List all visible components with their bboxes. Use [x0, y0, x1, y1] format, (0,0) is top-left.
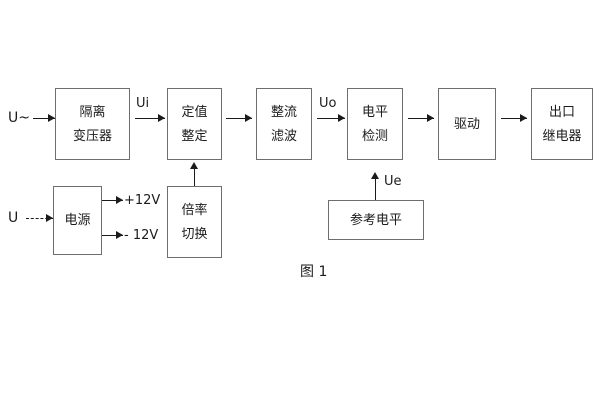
block-line: 电源	[64, 213, 91, 228]
arrow-rail-negative	[102, 231, 123, 240]
figure-caption: 图 1	[300, 264, 328, 280]
block-drive: 驱动	[438, 88, 496, 160]
block-line: 参考电平	[349, 212, 402, 228]
block-line: 出口	[548, 104, 575, 120]
block-line: 定值	[181, 104, 208, 120]
block-line: 整流	[270, 104, 297, 120]
arrow-dc-to-power-supply	[26, 214, 53, 223]
rail-label-negative: - 12V	[124, 228, 159, 243]
block-setting-value: 定值 整定	[167, 88, 222, 160]
arrow-ac-to-isolation-transformer	[33, 114, 55, 123]
block-output-relay: 出口 继电器	[531, 88, 593, 160]
block-line: 切换	[181, 226, 208, 242]
input-label-ac: U~	[8, 110, 30, 126]
block-isolation-transformer: 隔离 变压器	[55, 88, 130, 160]
block-line: 驱动	[453, 116, 480, 132]
block-line: 整定	[181, 128, 208, 144]
arrow-setting-value-to-rectify-filter	[226, 114, 252, 123]
block-line: 变压器	[72, 128, 112, 144]
arrow-rectify-filter-to-level-detect	[317, 114, 345, 123]
arrow-isolation-transformer-to-setting-value	[135, 114, 165, 123]
arrow-drive-to-output-relay	[501, 114, 527, 123]
block-level-detect: 电平 检测	[347, 88, 403, 160]
block-line: 检测	[361, 128, 388, 144]
block-line: 滤波	[270, 128, 297, 144]
block-power-supply: 电源	[53, 186, 102, 255]
signal-label-uo: Uo	[319, 96, 337, 111]
input-label-dc: U	[8, 210, 19, 226]
rail-label-positive: +12V	[124, 193, 161, 208]
block-line: 电平	[361, 104, 388, 120]
arrow-multiplier-switch-to-setting-value	[190, 162, 199, 186]
block-rectify-filter: 整流 滤波	[256, 88, 312, 160]
arrow-reference-level-to-level-detect	[371, 172, 380, 200]
arrow-level-detect-to-drive	[408, 114, 434, 123]
signal-label-ue: Ue	[384, 174, 402, 189]
block-reference-level: 参考电平	[328, 200, 424, 240]
block-multiplier-switch: 倍率 切换	[167, 186, 222, 258]
arrow-rail-positive	[102, 196, 123, 205]
block-line: 倍率	[181, 202, 208, 218]
block-line: 隔离	[79, 104, 106, 120]
block-line: 继电器	[542, 128, 582, 144]
signal-label-ui: Ui	[136, 96, 150, 111]
